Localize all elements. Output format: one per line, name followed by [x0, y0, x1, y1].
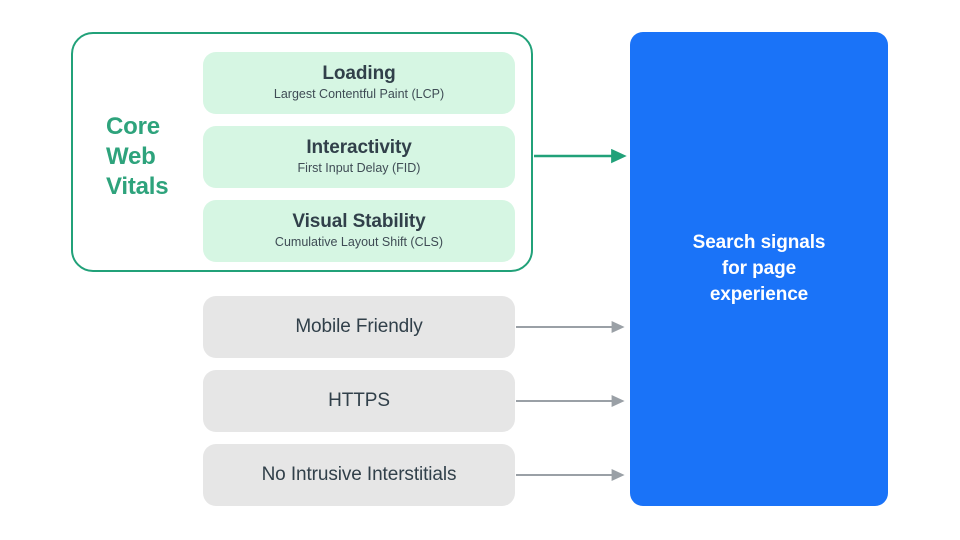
vital-pill-interactivity[interactable]: Interactivity First Input Delay (FID)	[203, 126, 515, 188]
signal-pill-https[interactable]: HTTPS	[203, 370, 515, 432]
vital-subtitle: First Input Delay (FID)	[297, 161, 421, 175]
vital-pill-visual-stability[interactable]: Visual Stability Cumulative Layout Shift…	[203, 200, 515, 262]
vital-title: Visual Stability	[292, 211, 426, 232]
signal-label: HTTPS	[328, 390, 390, 411]
signal-label: No Intrusive Interstitials	[261, 464, 457, 485]
vital-title: Interactivity	[306, 137, 412, 158]
signal-pill-no-intrusive-interstitials[interactable]: No Intrusive Interstitials	[203, 444, 515, 506]
search-signals-label: Search signals for page experience	[692, 232, 826, 305]
vital-subtitle: Largest Contentful Paint (LCP)	[273, 87, 445, 101]
vital-subtitle: Cumulative Layout Shift (CLS)	[274, 235, 444, 249]
vital-pill-loading[interactable]: Loading Largest Contentful Paint (LCP)	[203, 52, 515, 114]
signal-label: Mobile Friendly	[295, 316, 423, 337]
core-web-vitals-label: Core Web Vitals	[106, 113, 169, 200]
vital-title: Loading	[322, 63, 396, 84]
signal-pill-mobile-friendly[interactable]: Mobile Friendly	[203, 296, 515, 358]
search-signals-box[interactable]: Search signals for page experience	[630, 32, 888, 506]
